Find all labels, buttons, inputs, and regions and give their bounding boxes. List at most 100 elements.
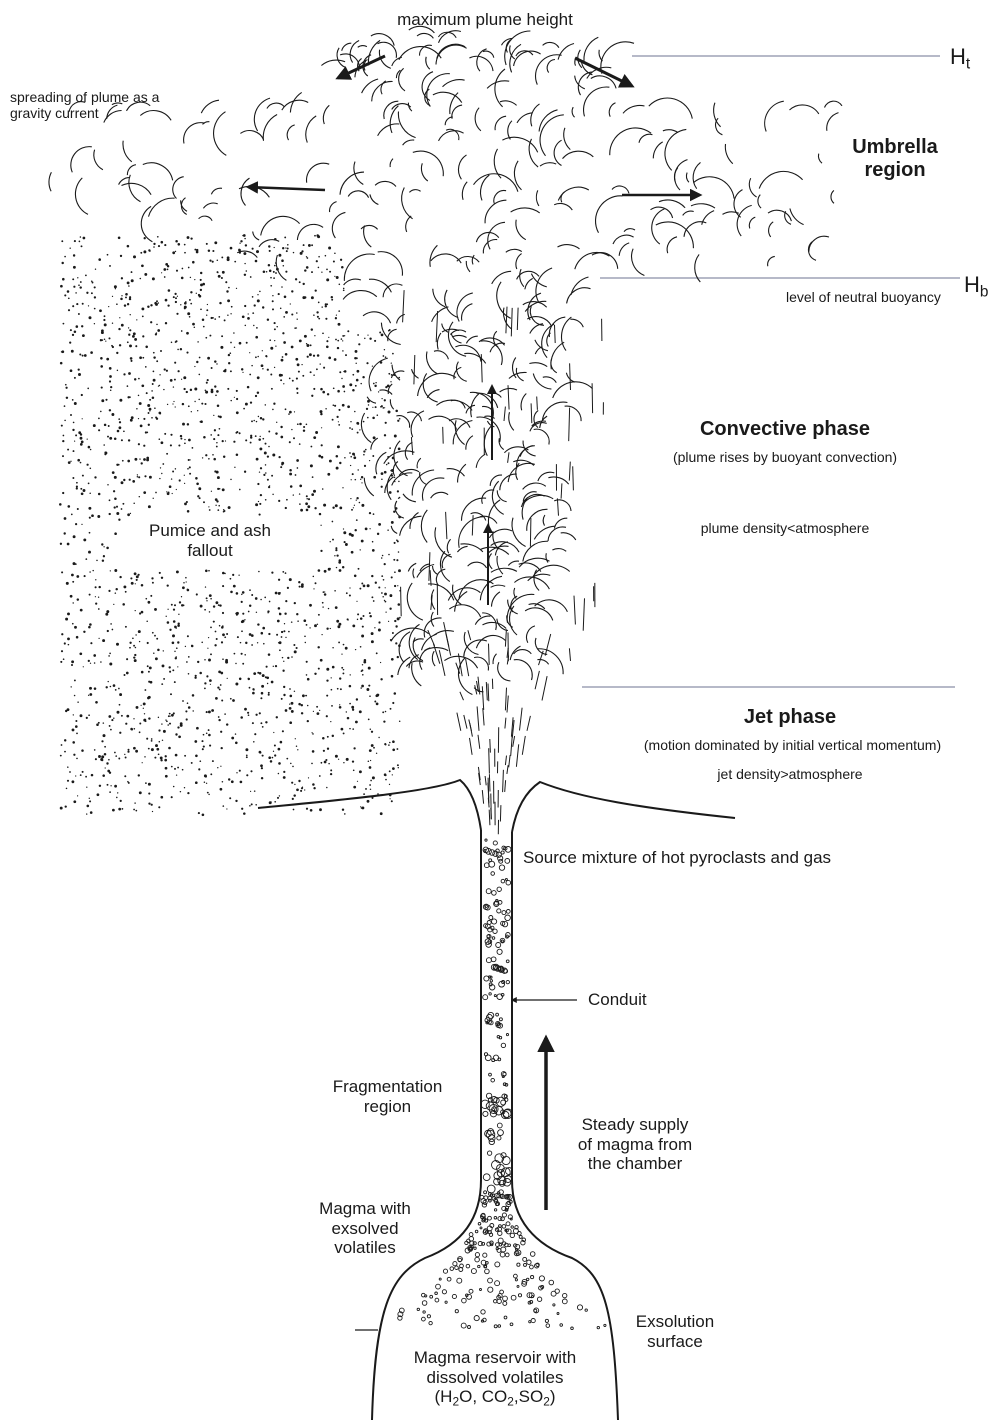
jet-streak [434,644,440,664]
ground-right [512,782,735,832]
fallout-particle [332,647,333,648]
fallout-particle [314,624,317,627]
fallout-particle [385,422,387,424]
fallout-particle [396,539,398,541]
fallout-particle [270,374,272,376]
fallout-particle [99,309,102,312]
fallout-particle [196,293,197,294]
fallout-particle [154,608,157,611]
fallout-particle [395,507,398,510]
fallout-particle [261,364,264,367]
fallout-particle [330,721,331,722]
cloud-billow-stroke [639,134,652,142]
fallout-particle [325,408,327,410]
fallout-particle [298,581,300,583]
fallout-particle [268,245,270,247]
fallout-particle [149,399,151,401]
fallout-particle [161,272,162,273]
cloud-billow-stroke [508,121,512,140]
fallout-particle [72,728,75,731]
cloud-billow-stroke [403,140,415,145]
fallout-particle [73,535,76,538]
fallout-particle [118,688,120,690]
fallout-particle [240,240,242,242]
fallout-particle [180,722,183,725]
fallout-particle [395,625,397,627]
fallout-particle [171,766,173,768]
fallout-particle [247,317,250,320]
fallout-particle [328,568,331,571]
fallout-particle [209,611,211,613]
fallout-particle [169,671,171,673]
fallout-particle [192,323,195,326]
fallout-particle [219,428,221,430]
column-streak [511,308,512,337]
fallout-particle [292,380,294,382]
fallout-particle [252,312,254,314]
cloud-billow-stroke [199,216,213,221]
fallout-particle [89,493,91,495]
fallout-particle [236,390,238,392]
fallout-particle [220,672,223,675]
fallout-particle [328,357,331,360]
fallout-particle [131,582,134,585]
fallout-particle [184,787,185,788]
fallout-particle [344,391,346,393]
fallout-particle [278,500,280,502]
fallout-particle [363,793,365,795]
fallout-particle [172,669,174,671]
fallout-particle [357,334,359,336]
fallout-particle [344,541,346,543]
conduit-particle [506,1034,508,1036]
fallout-particle [174,768,176,770]
fallout-particle [335,606,338,609]
cloud-billow-stroke [492,592,500,607]
fallout-particle [282,670,284,672]
fallout-particle [336,554,338,556]
conduit-particle [493,841,497,845]
fallout-particle [216,471,219,474]
fallout-particle [180,438,182,440]
cloud-billow-stroke [458,155,466,179]
fallout-particle [131,279,134,282]
fallout-particle [363,454,365,456]
cloud-billow-stroke [406,216,412,232]
fallout-particle [176,774,177,775]
volatile-bubble [484,1196,488,1200]
fallout-particle [246,270,248,272]
fallout-particle [114,476,117,479]
fallout-particle [289,721,292,724]
fallout-particle [392,353,394,355]
fallout-particle [390,639,392,641]
fallout-particle [127,751,129,753]
cloud-billow-stroke [412,663,422,686]
fallout-particle [121,715,123,717]
fallout-particle [287,657,289,659]
fallout-particle [268,756,271,759]
fallout-particle [114,569,117,572]
fallout-particle [188,706,191,709]
fallout-particle [175,297,177,299]
fallout-particle [199,760,201,762]
fallout-particle [195,477,198,480]
cloud-billow-stroke [464,353,485,363]
fallout-particle [323,591,325,593]
fallout-particle [194,279,195,280]
fallout-particle [258,438,261,441]
fallout-particle [102,639,105,642]
fallout-particle [197,661,199,663]
fallout-particle [225,440,226,441]
fallout-particle [148,412,150,414]
fallout-particle [187,423,189,425]
fallout-particle [235,800,237,802]
fallout-particle [109,499,111,501]
fallout-particle [293,494,294,495]
fallout-particle [230,578,232,580]
fallout-particle [383,720,385,722]
fallout-particle [176,270,178,272]
fallout-particle [94,296,96,298]
fallout-particle [145,782,147,784]
fallout-particle [272,757,274,759]
volatile-bubble [519,1235,522,1238]
fallout-particle [261,632,264,635]
